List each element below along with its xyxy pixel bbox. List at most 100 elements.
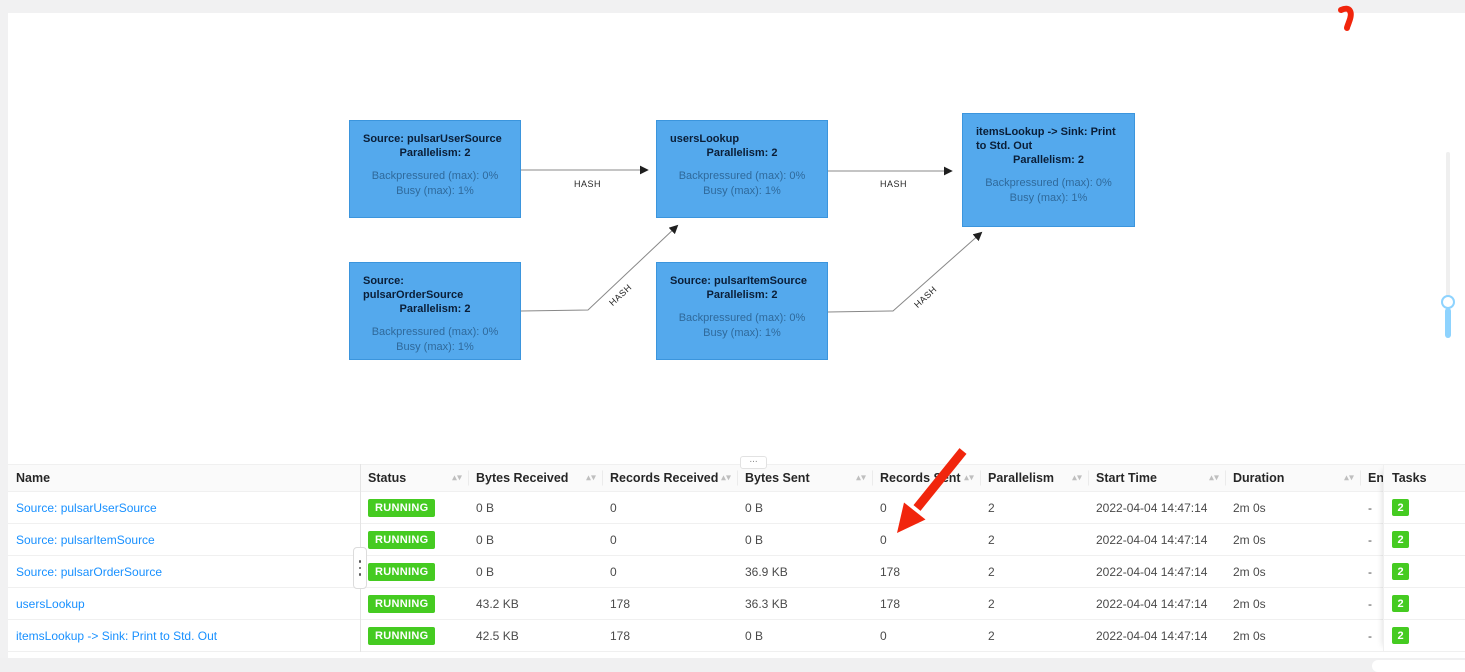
node-metrics: Backpressured (max): 0% Busy (max): 1% — [963, 176, 1134, 206]
cell-end-time: - — [1368, 628, 1372, 643]
cell-name: Source: pulsarItemSource — [8, 533, 360, 547]
sort-caret-icon[interactable]: ▲▼ — [721, 473, 731, 482]
vertex-link[interactable]: itemsLookup -> Sink: Print to Std. Out — [16, 628, 218, 643]
cell-tasks: 2 — [1384, 524, 1465, 556]
cell-end-time: - — [1368, 596, 1372, 611]
column-header-duration[interactable]: Duration▲▼ — [1225, 471, 1360, 485]
cell-tasks: 2 — [1384, 492, 1465, 524]
node-parallelism: Parallelism: 2 — [706, 147, 778, 159]
cell-start-time: 2022-04-04 14:47:14 — [1096, 500, 1208, 515]
cell-status: RUNNING — [360, 594, 468, 613]
status-badge: RUNNING — [368, 498, 436, 517]
cell-parallelism: 2 — [988, 628, 995, 643]
node-backpressure: Backpressured (max): 0% — [678, 312, 806, 324]
cell-name: Source: pulsarOrderSource — [8, 565, 360, 579]
cell-tasks: 2 — [1384, 556, 1465, 588]
cell-bytes-sent: 0 B — [745, 628, 764, 643]
cell-name: usersLookup — [8, 597, 360, 611]
sort-caret-icon[interactable]: ▲▼ — [1072, 473, 1082, 482]
node-busy: Busy (max): 1% — [396, 341, 474, 353]
zoom-slider-handle[interactable] — [1441, 295, 1455, 309]
sort-caret-icon[interactable]: ▲▼ — [1209, 473, 1219, 482]
graph-node-users-lookup[interactable]: usersLookup Parallelism: 2 Backpressured… — [656, 120, 828, 218]
sort-caret-icon[interactable]: ▲▼ — [856, 473, 866, 482]
cell-records-sent: 0 — [880, 532, 887, 547]
cell-duration: 2m 0s — [1233, 564, 1266, 579]
node-parallelism: Parallelism: 2 — [399, 147, 471, 159]
node-parallelism: Parallelism: 2 — [399, 303, 471, 315]
graph-node-pulsar-order-source[interactable]: Source: pulsarOrderSource Parallelism: 2… — [349, 262, 521, 360]
node-metrics: Backpressured (max): 0% Busy (max): 1% — [657, 311, 827, 341]
column-resize-handle[interactable] — [353, 547, 367, 589]
column-header-records-sent[interactable]: Records Sent▲▼ — [872, 471, 980, 485]
column-header-records-received[interactable]: Records Received▲▼ — [602, 471, 737, 485]
cell-records-sent: 178 — [880, 596, 901, 611]
vertex-link[interactable]: Source: pulsarOrderSource — [16, 564, 163, 579]
panel-resize-handle[interactable]: ... — [740, 455, 767, 469]
cell-tasks: 2 — [1384, 620, 1465, 652]
cell-records-received: 178 — [610, 628, 631, 643]
graph-node-pulsar-user-source[interactable]: Source: pulsarUserSource Parallelism: 2 … — [349, 120, 521, 218]
cell-duration: 2m 0s — [1233, 596, 1266, 611]
cell-name: itemsLookup -> Sink: Print to Std. Out — [8, 629, 360, 643]
column-header-bytes-received[interactable]: Bytes Received▲▼ — [468, 471, 602, 485]
tasks-count-badge[interactable]: 2 — [1392, 563, 1409, 580]
node-busy: Busy (max): 1% — [1009, 192, 1088, 204]
table-row: Source: pulsarUserSource RUNNING 0 B 0 0… — [8, 492, 1465, 524]
cell-bytes-received: 0 B — [476, 532, 495, 547]
cell-status: RUNNING — [360, 498, 468, 517]
cell-bytes-received: 0 B — [476, 500, 495, 515]
cell-records-sent: 0 — [880, 628, 887, 643]
node-metrics: Backpressured (max): 0% Busy (max): 1% — [350, 169, 520, 199]
cell-tasks: 2 — [1384, 588, 1465, 620]
node-parallelism: Parallelism: 2 — [706, 289, 778, 301]
sort-caret-icon[interactable]: ▲▼ — [1344, 473, 1354, 482]
table-row: itemsLookup -> Sink: Print to Std. Out R… — [8, 620, 1465, 652]
column-header-name: Name — [16, 471, 51, 485]
node-title: usersLookup — [670, 133, 740, 145]
node-metrics: Backpressured (max): 0% Busy (max): 1% — [350, 325, 520, 355]
cell-records-received: 0 — [610, 532, 617, 547]
cell-bytes-sent: 36.9 KB — [745, 564, 788, 579]
horizontal-scrollbar-track — [0, 658, 1465, 672]
tasks-count-badge[interactable]: 2 — [1392, 595, 1409, 612]
vertex-link[interactable]: Source: pulsarUserSource — [16, 500, 157, 515]
cell-bytes-sent: 36.3 KB — [745, 596, 788, 611]
zoom-slider-fill — [1445, 308, 1451, 338]
horizontal-scrollbar-thumb[interactable] — [1372, 660, 1465, 672]
sort-caret-icon[interactable]: ▲▼ — [586, 473, 596, 482]
status-badge: RUNNING — [368, 626, 436, 645]
tasks-count-badge[interactable]: 2 — [1392, 627, 1409, 644]
vertex-link[interactable]: usersLookup — [16, 596, 85, 611]
column-header-bytes-sent[interactable]: Bytes Sent▲▼ — [737, 471, 872, 485]
graph-node-pulsar-item-source[interactable]: Source: pulsarItemSource Parallelism: 2 … — [656, 262, 828, 360]
node-backpressure: Backpressured (max): 0% — [371, 170, 499, 182]
column-header-start-time[interactable]: Start Time▲▼ — [1088, 471, 1225, 485]
vertex-link[interactable]: Source: pulsarItemSource — [16, 532, 155, 547]
node-busy: Busy (max): 1% — [703, 185, 781, 197]
tasks-fixed-column: Tasks 2 2 2 2 2 — [1383, 464, 1465, 652]
column-header-parallelism[interactable]: Parallelism▲▼ — [980, 471, 1088, 485]
cell-start-time: 2022-04-04 14:47:14 — [1096, 564, 1208, 579]
cell-records-sent: 0 — [880, 500, 887, 515]
cell-end-time: - — [1368, 532, 1372, 547]
node-backpressure: Backpressured (max): 0% — [985, 177, 1112, 189]
graph-node-itemslookup-sink[interactable]: itemsLookup -> Sink: Print to Std. Out P… — [962, 113, 1135, 227]
column-header-tasks: Tasks — [1384, 464, 1465, 492]
node-title: Source: pulsarOrderSource — [363, 275, 464, 301]
cell-status: RUNNING — [360, 626, 468, 645]
tasks-count-badge[interactable]: 2 — [1392, 531, 1409, 548]
zoom-slider-track[interactable] — [1446, 152, 1450, 338]
cell-start-time: 2022-04-04 14:47:14 — [1096, 532, 1208, 547]
cell-parallelism: 2 — [988, 532, 995, 547]
cell-bytes-received: 43.2 KB — [476, 596, 519, 611]
sort-caret-icon[interactable]: ▲▼ — [452, 473, 462, 482]
sort-caret-icon[interactable]: ▲▼ — [964, 473, 974, 482]
cell-parallelism: 2 — [988, 500, 995, 515]
cell-start-time: 2022-04-04 14:47:14 — [1096, 628, 1208, 643]
table-header-row: Name Status▲▼ Bytes Received▲▼ Records R… — [8, 464, 1465, 492]
cell-bytes-sent: 0 B — [745, 532, 764, 547]
column-header-status[interactable]: Status▲▼ — [360, 471, 468, 485]
table-row: Source: pulsarOrderSource RUNNING 0 B 0 … — [8, 556, 1465, 588]
tasks-count-badge[interactable]: 2 — [1392, 499, 1409, 516]
